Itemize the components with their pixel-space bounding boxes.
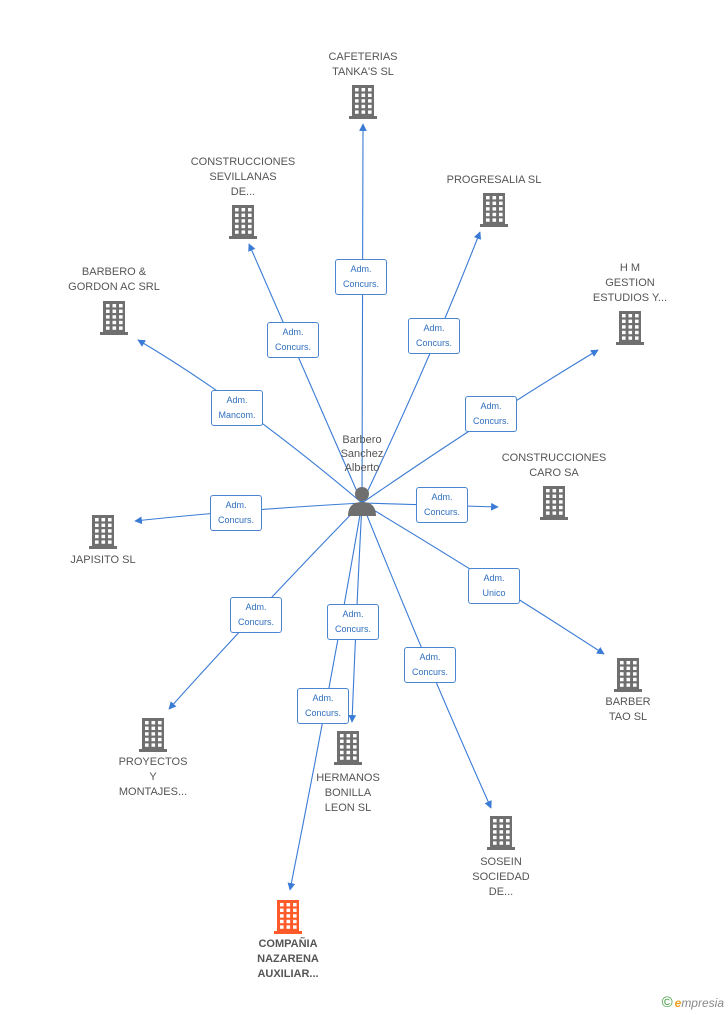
company-label-barber-tao[interactable]: BARBER TAO SL: [605, 696, 651, 723]
company-label-compania-nazarena[interactable]: COMPAÑIA NAZARENA AUXILIAR...: [257, 938, 319, 980]
relation-label-construcciones-caro[interactable]: Adm. Concurs.: [416, 487, 468, 523]
building-icon-proyectos: [139, 718, 167, 752]
brand-name: mpresia: [681, 996, 724, 1010]
company-label-sosein[interactable]: SOSEIN SOCIEDAD DE...: [472, 856, 530, 898]
relation-label-hm-gestion[interactable]: Adm. Concurs.: [465, 396, 517, 432]
edge-progresalia: [361, 231, 482, 504]
building-icon-cafeterias: [349, 85, 377, 119]
relation-label-compania-nazarena[interactable]: Adm. Concurs.: [297, 688, 349, 724]
relation-label-japisito[interactable]: Adm. Concurs.: [210, 495, 262, 531]
company-label-construcciones-caro[interactable]: CONSTRUCCIONES CARO SA: [501, 452, 607, 479]
relation-label-sosein[interactable]: Adm. Concurs.: [404, 647, 456, 683]
company-label-progresalia[interactable]: PROGRESALIA SL: [446, 174, 542, 186]
building-icon-construcciones-caro: [540, 486, 568, 520]
building-icon-barbero-gordon: [100, 301, 128, 335]
relation-label-barber-tao[interactable]: Adm. Unico: [468, 568, 520, 604]
company-label-hermanos-bonilla[interactable]: HERMANOS BONILLA LEON SL: [316, 772, 380, 814]
building-icon-hermanos-bonilla: [334, 731, 362, 765]
building-icon-barber-tao: [614, 658, 642, 692]
relation-label-proyectos[interactable]: Adm. Concurs.: [230, 597, 282, 633]
relation-label-cafeterias[interactable]: Adm. Concurs.: [335, 259, 387, 295]
relation-label-construcciones-sevillanas[interactable]: Adm. Concurs.: [267, 322, 319, 358]
copyright-symbol: ©: [661, 994, 673, 1011]
brand-logo: ©empresia: [662, 994, 724, 1011]
company-label-proyectos[interactable]: PROYECTOS Y MONTAJES...: [118, 756, 188, 798]
building-icon-progresalia: [480, 193, 508, 227]
relation-label-hermanos-bonilla[interactable]: Adm. Concurs.: [327, 604, 379, 640]
building-icon-construcciones-sevillanas: [229, 205, 257, 239]
company-label-japisito[interactable]: JAPISITO SL: [70, 554, 136, 566]
company-label-hm-gestion[interactable]: H M GESTION ESTUDIOS Y...: [592, 262, 668, 304]
company-label-barbero-gordon[interactable]: BARBERO & GORDON AC SRL: [68, 266, 160, 293]
person-label[interactable]: Barbero Sanchez Alberto: [340, 434, 384, 474]
company-label-construcciones-sevillanas[interactable]: CONSTRUCCIONES SEVILLANAS DE...: [190, 156, 296, 198]
person-icon: [348, 487, 376, 516]
edge-cafeterias: [359, 123, 367, 504]
icons-layer: [89, 85, 644, 934]
building-icon-sosein: [487, 816, 515, 850]
company-label-cafeterias[interactable]: CAFETERIAS TANKA'S SL: [328, 51, 398, 78]
building-icon-compania-nazarena: [274, 900, 302, 934]
brand-first-letter: e: [674, 996, 682, 1010]
relation-label-progresalia[interactable]: Adm. Concurs.: [408, 318, 460, 354]
building-icon-japisito: [89, 515, 117, 549]
relation-label-barbero-gordon[interactable]: Adm. Mancom.: [211, 390, 263, 426]
edge-construcciones-sevillanas: [248, 243, 363, 504]
building-icon-hm-gestion: [616, 311, 644, 345]
